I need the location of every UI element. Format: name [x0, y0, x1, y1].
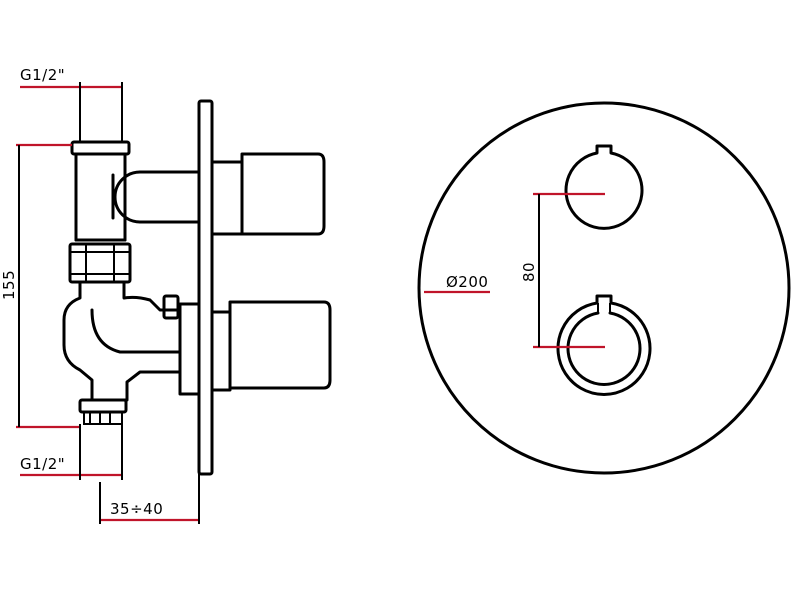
lower-handle: [178, 300, 332, 396]
height-label: 155: [0, 270, 18, 300]
dim-diameter: Ø200: [424, 273, 490, 294]
thread-top-label: G1/2": [20, 66, 65, 84]
depth-label: 35÷40: [110, 500, 163, 518]
hex-nut: [68, 242, 132, 284]
dim-thread-top: G1/2": [20, 66, 123, 142]
spacing-label: 80: [520, 262, 538, 282]
front-view: Ø200 80: [417, 101, 791, 475]
upper-knob: [564, 144, 644, 230]
thread-bottom-label: G1/2": [20, 455, 65, 473]
cover-plate-circle: [417, 101, 791, 475]
upper-handle: [210, 152, 326, 236]
dim-thread-bottom: G1/2": [20, 424, 123, 480]
dim-spacing: 80: [520, 192, 605, 349]
dim-depth: 35÷40: [99, 474, 200, 524]
dim-height: 155: [0, 143, 80, 429]
diameter-label: Ø200: [446, 273, 488, 291]
side-view: G1/2" 155 G1/2" 35÷40: [0, 66, 332, 524]
upper-elbow: [111, 170, 201, 224]
top-inlet-pipe: [70, 140, 131, 242]
wall-plate: [197, 99, 214, 476]
valve-body: [62, 280, 182, 425]
lower-knob: [556, 294, 652, 396]
